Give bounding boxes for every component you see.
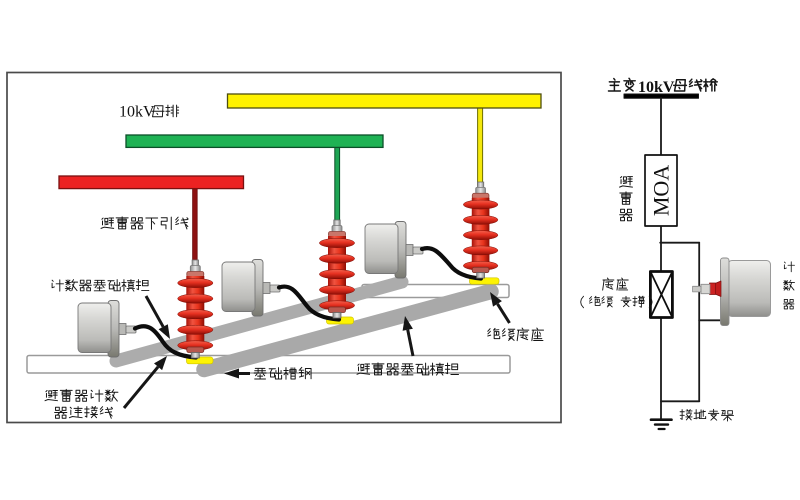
svg-text:MOA: MOA [649,165,674,216]
svg-text:10kV: 10kV [119,104,155,121]
svg-text:10kV: 10kV [638,79,675,96]
